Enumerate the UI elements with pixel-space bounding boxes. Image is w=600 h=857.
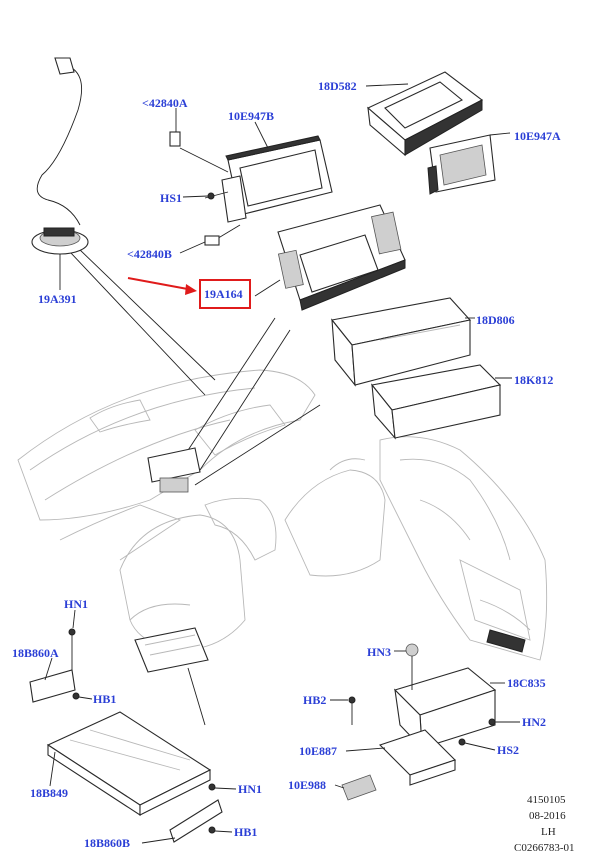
reference-side: LH [541, 826, 556, 838]
bolt-hb2 [348, 696, 356, 725]
underseat-module [134, 627, 209, 673]
bracket-18b860a [29, 628, 80, 703]
callout-18b860b[interactable]: 18B860B [84, 836, 131, 850]
callout-19a164[interactable]: 19A164 [204, 287, 243, 301]
module-18k812 [370, 364, 512, 440]
callout-18d582[interactable]: 18D582 [318, 79, 357, 93]
callout-hn2[interactable]: HN2 [522, 715, 546, 729]
location-leaders [69, 247, 321, 726]
display-10e947b [169, 131, 333, 246]
highlight-box [199, 279, 251, 309]
module-18d806 [330, 297, 475, 387]
callout-10e947a[interactable]: 10E947A [514, 129, 561, 143]
callout-hb2[interactable]: HB2 [303, 693, 327, 707]
callout-10e947b[interactable]: 10E947B [228, 109, 275, 123]
highlight-arrow [127, 277, 197, 295]
display-18d582 [366, 71, 484, 157]
module-10e887 [378, 729, 457, 786]
callout-19a391[interactable]: 19A391 [38, 292, 77, 306]
callout-18b849[interactable]: 18B849 [30, 786, 69, 800]
callout-10e887[interactable]: 10E887 [299, 744, 338, 758]
card-10e988 [341, 774, 377, 801]
callout-hn1-top[interactable]: HN1 [64, 597, 88, 611]
reference-date: 08-2016 [529, 810, 566, 822]
callout-18d806[interactable]: 18D806 [476, 313, 515, 327]
display-10e947a [427, 132, 511, 195]
amplifier-18b849 [46, 711, 212, 817]
control-panel-19a164 [254, 204, 406, 311]
callout-10e988[interactable]: 10E988 [288, 778, 327, 792]
callout-18b860a[interactable]: 18B860A [12, 646, 59, 660]
callout-hs1[interactable]: HS1 [160, 191, 183, 205]
callout-42840a[interactable]: <42840A [142, 96, 188, 110]
clockspring-19a391 [31, 57, 89, 255]
dash-screen [147, 447, 201, 493]
callout-hb1-bottom[interactable]: HB1 [234, 825, 258, 839]
callout-hn3[interactable]: HN3 [367, 645, 391, 659]
reference-number: 4150105 [527, 794, 566, 806]
vehicle-interior-outline [17, 369, 548, 661]
callout-hn1-bottom[interactable]: HN1 [238, 782, 262, 796]
callout-hs2[interactable]: HS2 [497, 743, 520, 757]
bracket-18c835 [393, 629, 526, 750]
callout-hb1-top[interactable]: HB1 [93, 692, 117, 706]
callout-42840b[interactable]: <42840B [127, 247, 172, 261]
callout-18k812[interactable]: 18K812 [514, 373, 554, 387]
callout-18c835[interactable]: 18C835 [507, 676, 546, 690]
reference-code: C0266783-01 [514, 842, 575, 854]
